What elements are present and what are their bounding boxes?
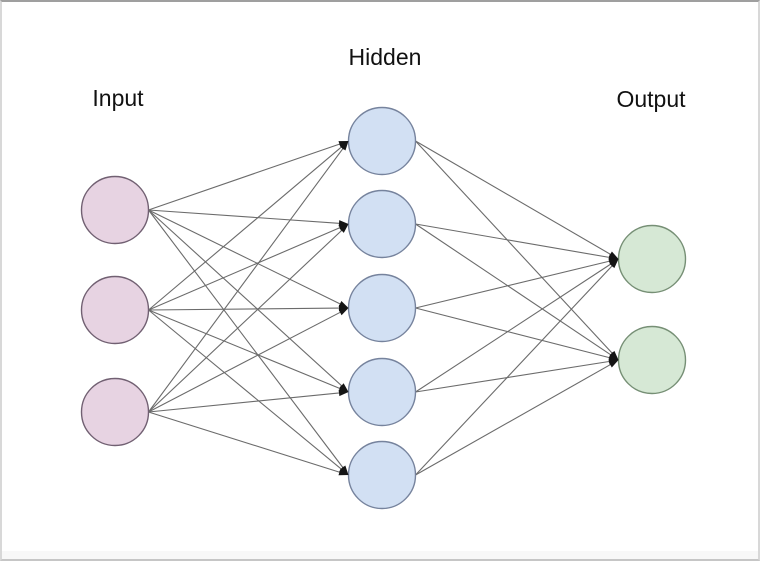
arrowhead-icon xyxy=(338,469,349,476)
nodes-input xyxy=(80,175,150,447)
nodes-hidden xyxy=(347,106,417,510)
hidden-node xyxy=(347,273,417,343)
arrowhead-icon xyxy=(338,389,349,397)
arrowhead-icon xyxy=(339,383,349,392)
layer-label-output: Output xyxy=(616,86,686,112)
arrowhead-icon xyxy=(339,466,349,475)
arrowhead-icon xyxy=(338,308,349,316)
hidden-node xyxy=(347,189,417,259)
arrowheads xyxy=(338,141,619,476)
edges-input-hidden xyxy=(148,143,345,474)
layer-label-input: Input xyxy=(92,85,144,111)
hidden-node xyxy=(347,106,417,176)
nodes-output xyxy=(617,224,687,395)
input-node xyxy=(80,377,150,447)
layer-label-hidden: Hidden xyxy=(349,44,422,70)
arrowhead-icon xyxy=(609,259,619,269)
output-node xyxy=(617,224,687,294)
output-node xyxy=(617,325,687,395)
arrowhead-icon xyxy=(340,141,349,151)
input-node xyxy=(80,275,150,345)
footer-strip xyxy=(2,551,758,559)
edges-hidden-output xyxy=(415,140,614,476)
hidden-node xyxy=(347,440,417,510)
hidden-node xyxy=(347,357,417,427)
arrowhead-icon xyxy=(339,224,349,233)
arrowhead-icon xyxy=(608,360,619,368)
input-node xyxy=(80,175,150,245)
